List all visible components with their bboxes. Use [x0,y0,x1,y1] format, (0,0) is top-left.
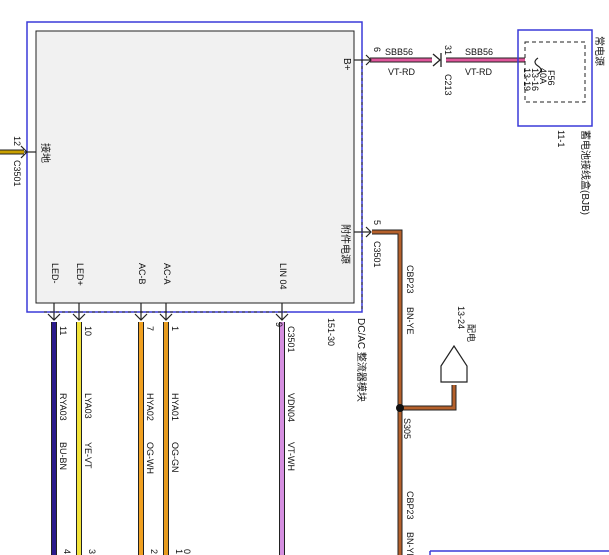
connector-ac-a-arrow [159,313,173,321]
connector-accessory-label: C3501 [372,241,382,268]
module-body [35,30,355,304]
fuse-ref-1: 13-16 [530,68,540,91]
pin-number-accessory: 5 [372,220,382,225]
pin-label-ac-a: AC-A [162,263,172,285]
pin-number-ground: 12 [12,136,22,146]
connector-c213-label: C213 [443,74,453,96]
wire-color-4: BN-YE [405,532,415,555]
fuse-rating: 40A [538,68,548,84]
connector-ground-arrow [20,145,28,159]
wire-circuit-2: SBB56 [465,47,493,57]
bottom-pin-1: 4 [62,549,72,554]
connector-led-minus-arrow [47,313,61,321]
connector-lin-label: C3501 [286,326,296,353]
module-code: 151-30 [326,318,336,346]
wire-color-6: YE-VT [83,442,93,469]
wire-circuit-4: CBP23 [405,491,415,520]
bjb-ref: 11-1 [556,130,566,147]
pin-number-b-plus: 6 [372,47,382,52]
pin-number-led-minus: 11 [58,326,68,335]
connector-lin-arrow [275,313,289,321]
connector-led-plus-arrow [72,313,86,321]
ground-point-icon [440,344,468,383]
connector-b-plus-arrow [365,54,372,66]
wire-color-8: OG-GN [170,442,180,473]
wire-color-1: VT-RD [388,67,416,77]
pin-label-ground: 接地 [39,143,52,163]
pin-label-led-plus: LED+ [75,263,85,286]
bjb-power-label: 常电源 [593,36,606,66]
wire-color-9: VT-WH [286,442,296,471]
pin-label-led-minus: LED- [50,263,60,284]
wire-circuit-3: CBP23 [405,265,415,294]
wire-circuit-8: HYA01 [170,393,180,421]
wire-circuit-7: HYA02 [145,393,155,421]
splice-dot [396,404,404,412]
ground-point-ref: 13-24 [456,306,466,329]
splice-label: S305 [402,418,412,439]
wire-color-7: OG-WH [145,442,155,474]
wire-circuit-1: SBB56 [385,47,413,57]
pin-number-ac-b: 7 [145,326,155,331]
pin-number-ac-a: 1 [170,326,180,331]
bjb-name: 蓄电池接线盒(BJB) [579,130,592,215]
wire-color-5: BU-BN [58,442,68,470]
bottom-pin-4: 1 [174,549,184,554]
wire-ground-branch-border [400,385,457,411]
ground-point-name: 配电 [466,324,477,342]
pin-label-accessory: 附件电源 [339,224,352,264]
pin-number-lin: 9 [274,322,284,327]
fuse-ref-2: 13-19 [522,68,532,91]
connector-c213-arrow [432,53,441,67]
module-name: DC/AC 整流器模块 [355,318,368,402]
wire-cbp23-upper [372,230,402,408]
wire-circuit-9: VDN04 [286,393,296,422]
pin-label-lin: LIN 04 [278,263,288,290]
pin-number-led-plus: 10 [83,326,93,336]
fuse-icon [534,57,542,75]
connector-ac-b-arrow [134,313,148,321]
fuse-id: F56 [546,70,556,86]
bjb-inner-dashed [524,41,586,103]
wire-ground-branch [400,385,456,410]
bjb-outer-border [517,29,593,127]
connector-accessory-arrow [365,226,372,238]
wire-circuit-5: RYA03 [58,393,68,421]
pin-label-b-plus: B+ [341,58,352,71]
pin-label-ac-b: AC-B [137,263,147,285]
connector-ground-label: C3501 [12,160,22,187]
wire-circuit-6: LYA03 [83,393,93,419]
wire-color-2: VT-RD [465,67,493,77]
bottom-pin-5: 0 [182,549,192,554]
pin-number-c213: 31 [443,45,453,55]
wire-color-3: BN-YE [405,307,415,335]
bottom-pin-2: 3 [87,549,97,554]
bottom-pin-3: 2 [149,549,159,554]
